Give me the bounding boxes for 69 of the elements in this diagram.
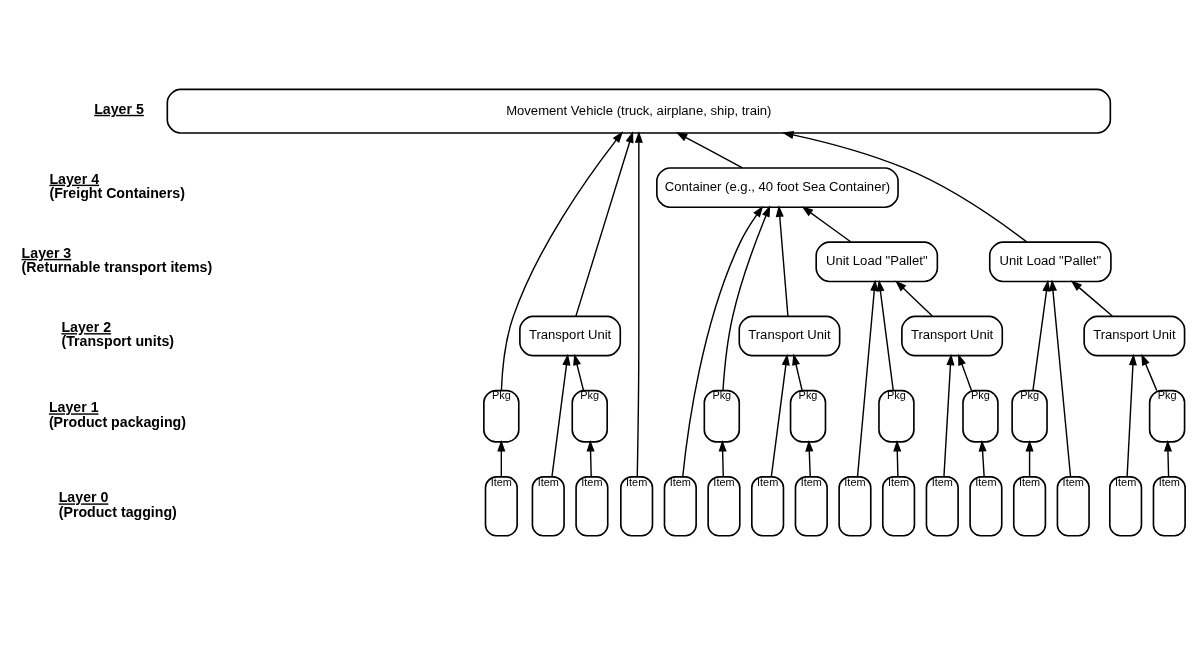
arrow: [586, 439, 595, 478]
node-box: Pkg: [483, 389, 520, 443]
label: Layer 0 (Product tagging): [58, 489, 177, 520]
node-box: Item: [707, 476, 741, 537]
label: Layer 2 (Transport units): [61, 319, 175, 350]
arrow: [782, 131, 1028, 243]
label: Layer 3 (Returnable transport items): [21, 244, 213, 276]
node-box: Unit Load "Pallet": [988, 241, 1112, 283]
node-box: Item: [1012, 476, 1047, 537]
arrow: [805, 439, 814, 478]
arrow: [1048, 279, 1072, 478]
arrow: [792, 353, 803, 392]
node-box: Item: [794, 476, 828, 537]
node-box: Pkg: [1011, 389, 1048, 443]
node-box: Item: [484, 476, 518, 537]
arrow: [1163, 439, 1172, 478]
node-box: Transport Unit: [1083, 315, 1186, 357]
node-box: Pkg: [789, 389, 827, 443]
node-box: Container (e.g., 40 foot Sea Container): [656, 167, 899, 209]
arrow: [575, 131, 634, 318]
arrow: [893, 439, 902, 478]
arrow: [770, 353, 790, 478]
label: Layer 4 (Freight Containers): [49, 170, 185, 201]
node-box: Item: [1109, 476, 1143, 537]
arrow: [801, 206, 852, 243]
node-box: Transport Unit: [519, 315, 622, 357]
arrow: [1126, 353, 1137, 478]
node-box: Item: [1152, 476, 1186, 537]
node-box: Movement Vehicle (truck, airplane, ship, train): [166, 88, 1112, 134]
arrow: [978, 439, 987, 478]
arrow: [1141, 353, 1158, 392]
node-box: Transport Unit: [901, 315, 1004, 357]
node-box: Pkg: [878, 389, 915, 443]
arrow: [1032, 279, 1051, 392]
node-box: Pkg: [962, 389, 999, 443]
arrow: [958, 353, 973, 392]
node-box: Item: [663, 476, 697, 537]
node-box: Item: [750, 476, 785, 537]
arrow: [718, 439, 727, 478]
node-box: Unit Load "Pallet": [815, 241, 939, 283]
node-box: Pkg: [1148, 389, 1186, 443]
label: Layer 1 (Product packaging): [48, 399, 186, 430]
arrow: [682, 205, 764, 478]
node-box: Item: [1056, 476, 1090, 537]
arrow: [551, 353, 571, 478]
label: Layer 5: [94, 100, 144, 117]
arrow: [497, 439, 506, 478]
node-box: Item: [838, 476, 872, 537]
node-box: Item: [969, 476, 1003, 537]
arrow: [634, 131, 643, 478]
arrow: [895, 280, 933, 317]
node-box: Item: [531, 476, 565, 537]
arrow: [856, 279, 879, 478]
node-box: Item: [620, 476, 654, 537]
node-box: Item: [881, 476, 916, 537]
arrow: [876, 279, 894, 392]
arrow: [500, 131, 624, 392]
arrow: [1025, 439, 1034, 478]
arrow: [675, 132, 744, 169]
node-box: Pkg: [571, 389, 608, 443]
node-box: Transport Unit: [738, 315, 841, 357]
arrow: [722, 205, 771, 392]
node-box: Pkg: [703, 389, 741, 443]
arrow: [943, 353, 955, 478]
arrow: [573, 353, 585, 392]
node-box: Item: [575, 476, 609, 537]
arrow: [1070, 280, 1113, 317]
node-box: Item: [925, 476, 959, 537]
arrow: [775, 205, 789, 317]
